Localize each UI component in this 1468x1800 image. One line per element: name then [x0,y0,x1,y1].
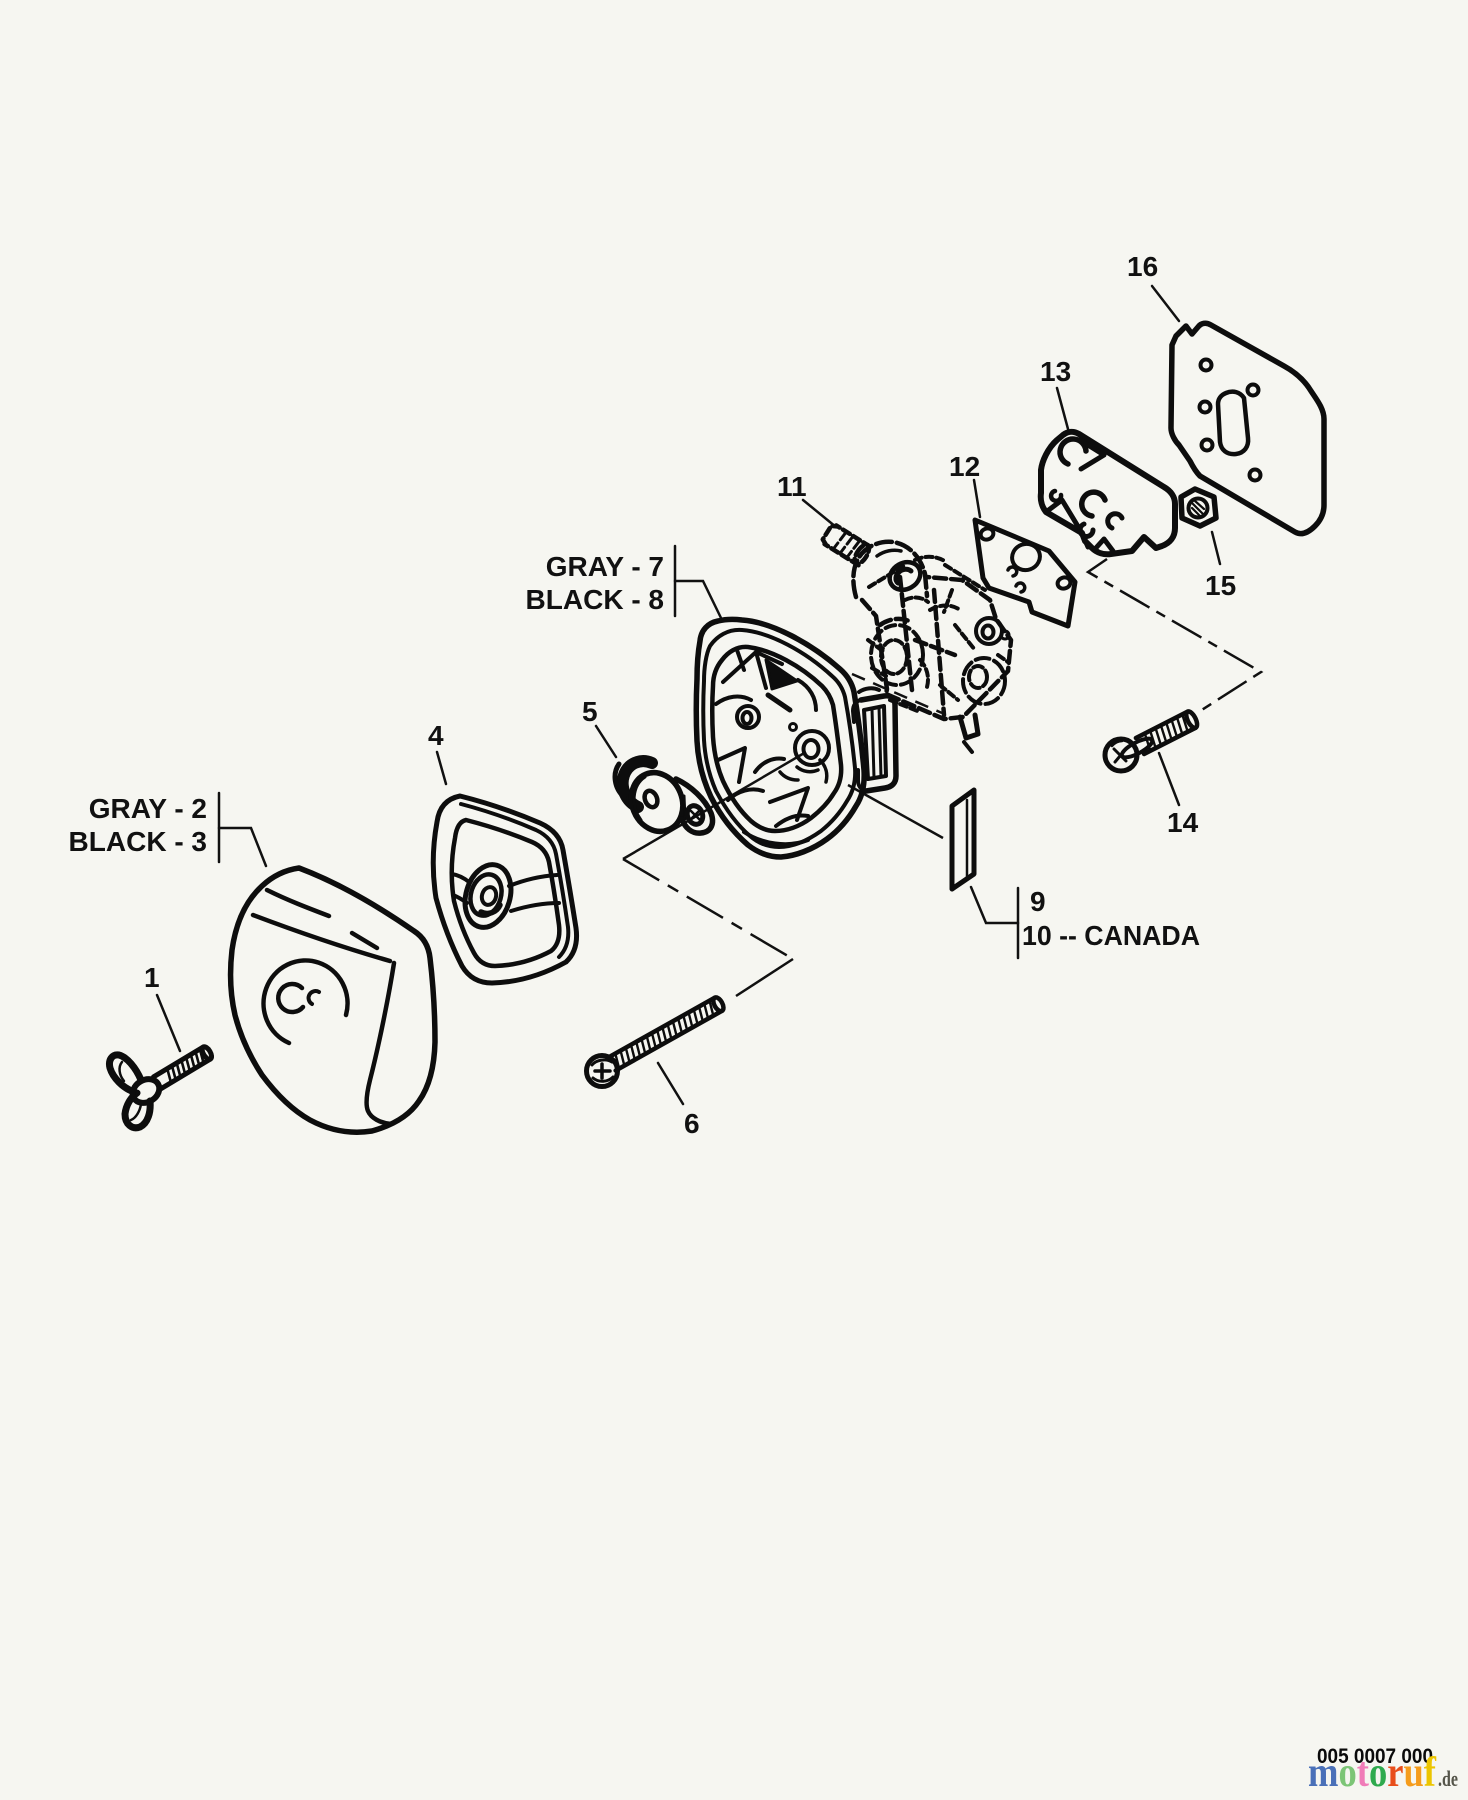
svg-text:13: 13 [1040,356,1071,387]
svg-text:BLACK - 8: BLACK - 8 [526,584,664,615]
svg-text:12: 12 [949,451,980,482]
svg-text:6: 6 [684,1108,700,1139]
svg-text:15: 15 [1205,570,1236,601]
svg-text:9: 9 [1030,886,1046,917]
svg-text:motoruf: motoruf [1308,1750,1437,1796]
svg-text:1: 1 [144,962,160,993]
svg-text:GRAY - 7: GRAY - 7 [546,551,664,582]
svg-text:.de: .de [1438,1766,1458,1791]
svg-text:4: 4 [428,720,444,751]
svg-text:BLACK - 3: BLACK - 3 [69,826,207,857]
svg-text:005 0007 000: 005 0007 000 [1317,1745,1433,1768]
svg-text:10 -- CANADA: 10 -- CANADA [1022,920,1200,951]
svg-text:5: 5 [582,696,598,727]
svg-text:11: 11 [777,471,807,502]
svg-text:GRAY - 2: GRAY - 2 [89,793,207,824]
svg-text:14: 14 [1167,807,1199,838]
svg-text:16: 16 [1127,251,1158,282]
